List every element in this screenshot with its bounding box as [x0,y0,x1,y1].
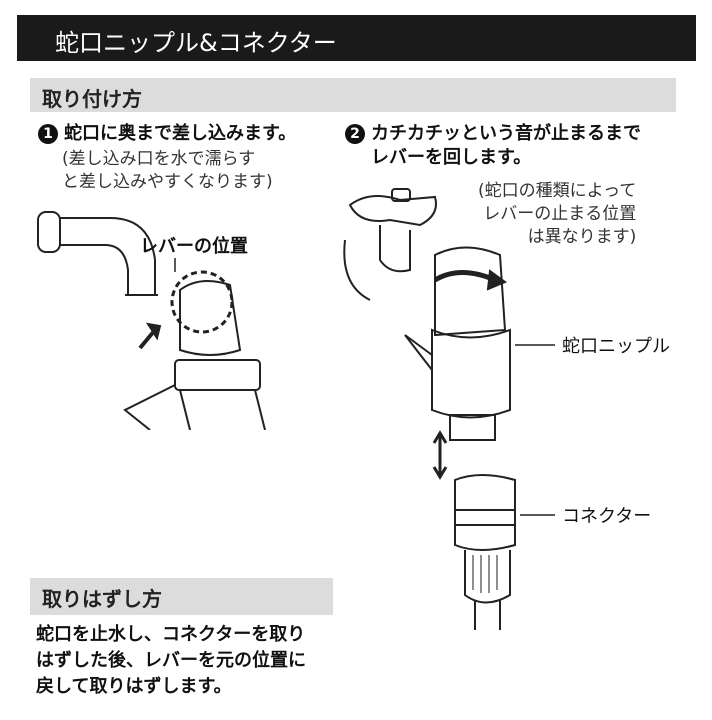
page-title: 蛇口ニップル&コネクター [55,29,337,57]
faucet-pipe-end [37,211,61,253]
insert-arrow [138,328,157,350]
step2-note-line1: (蛇口の種類によって [478,181,637,201]
install-heading: 取り付け方 [42,87,142,111]
faucet-spout [60,217,156,295]
step2-instruction: 2 カチカチッという音が止まるまで レバーを回します。 [345,122,641,170]
connector-body [454,474,516,551]
step1-illustration [37,211,266,430]
step2-illustration [343,188,555,630]
step1-note: (差し込み口を水で濡らす と差し込みやすくなります) [62,148,273,194]
connector-grip [464,550,511,604]
removal-section-header: 取りはずし方 [30,578,333,615]
rotate-arrow [433,270,496,283]
step1-note-line1: (差し込み口を水で濡らす [62,149,256,169]
step1-note-line2: と差し込みやすくなります) [62,172,273,192]
nipple-body [431,328,511,419]
removal-heading: 取りはずし方 [42,587,162,611]
install-section-header: 取り付け方 [30,78,676,112]
removal-line2: はずした後、レバーを元の位置に [36,650,306,671]
step2-note: (蛇口の種類によって レバーの止まる位置 は異なります) [478,180,636,249]
step2-note-line2: レバーの止まる位置 [483,204,637,224]
faucet-handle [348,195,437,227]
step2-note-line3: は異なります) [527,227,637,247]
step2-text-line1: カチカチッという音が止まるまで [371,123,641,144]
step1-instruction: 1 蛇口に奥まで差し込みます。 [38,122,296,146]
step2-number: 2 [345,124,365,144]
removal-instructions: 蛇口を止水し、コネクターを取り はずした後、レバーを元の位置に 戻して取りはずし… [36,622,306,700]
lever-position-label: レバーの位置 [140,236,248,257]
lever-highlight-circle [170,270,234,334]
title-bar: 蛇口ニップル&コネクター [17,15,696,61]
removal-line3: 戻して取りはずします。 [36,676,232,697]
nipple-outlet [449,414,496,441]
step2-text-line2: レバーを回します。 [371,147,532,168]
nipple-label: 蛇口ニップル [562,336,670,357]
nipple-body-ring [174,359,261,391]
connect-arrow [432,430,448,480]
nipple-lever-top [434,246,507,337]
step1-number: 1 [38,124,58,144]
nipple-top [179,280,242,356]
step1-text: 蛇口に奥まで差し込みます。 [64,123,297,144]
faucet-body [379,225,411,273]
removal-line1: 蛇口を止水し、コネクターを取り [36,624,306,645]
connector-label: コネクター [562,506,652,527]
